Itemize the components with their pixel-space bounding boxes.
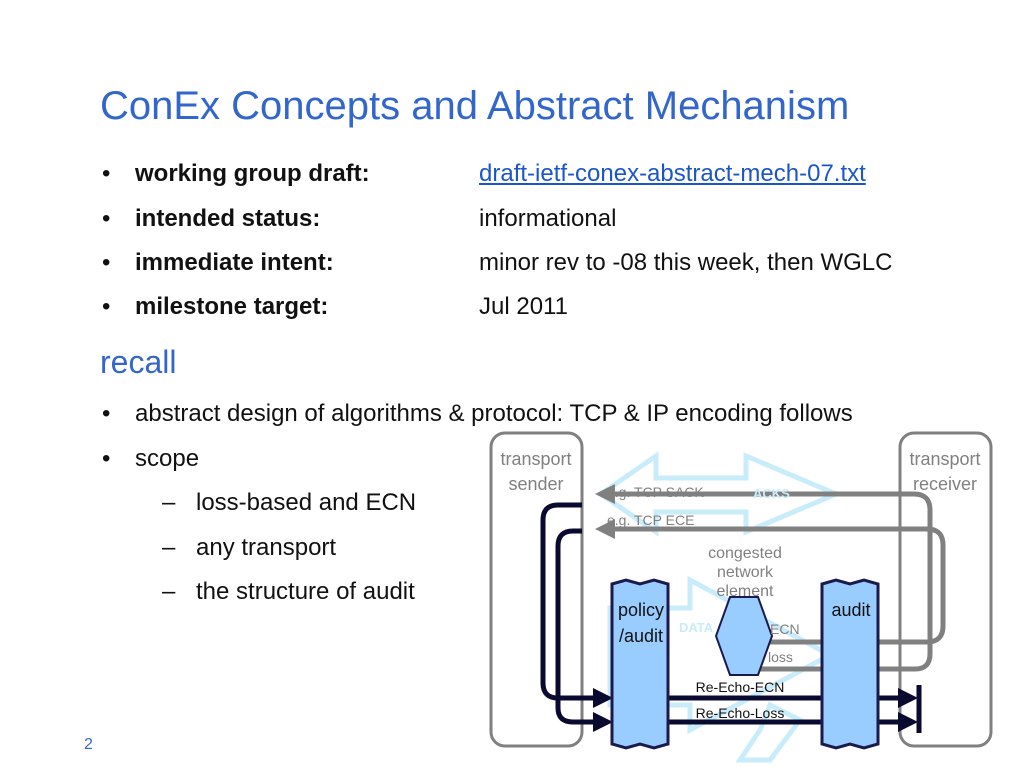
acks-label: ACKS	[753, 486, 790, 501]
ece-label: e.g. TCP ECE	[607, 512, 694, 528]
re-echo-ecn-label: Re-Echo-ECN	[696, 679, 785, 695]
bullet: •	[102, 205, 111, 232]
transport-receiver-box	[898, 431, 993, 748]
transport-sender-label-2: sender	[508, 474, 563, 494]
sub-bullet-text: loss-based and ECN	[196, 489, 417, 516]
page-number: 2	[84, 736, 93, 753]
dash: –	[162, 489, 176, 516]
congested-label-3: element	[717, 583, 774, 600]
info-label: immediate intent:	[135, 249, 334, 276]
data-tail-outline	[735, 701, 804, 763]
transport-receiver-label-2: receiver	[913, 474, 977, 494]
bullet: •	[102, 249, 111, 276]
info-label: working group draft:	[135, 160, 370, 187]
bullet: •	[102, 400, 111, 427]
slide-title: ConEx Concepts and Abstract Mechanism	[100, 84, 850, 128]
congested-network-element	[714, 596, 774, 676]
bullet: •	[102, 160, 111, 187]
sack-loop-arrow	[595, 484, 933, 672]
policy-label-1: policy	[618, 600, 664, 620]
audit-label: audit	[831, 600, 870, 620]
transport-sender-label-1: transport	[500, 449, 571, 469]
transport-receiver-label-1: transport	[909, 449, 980, 469]
congested-label-1: congested	[708, 545, 782, 562]
dash: –	[162, 578, 176, 605]
info-label: milestone target:	[135, 293, 329, 320]
sub-bullet-text: the structure of audit	[196, 578, 415, 605]
info-value: minor rev to -08 this week, then WGLC	[479, 249, 893, 276]
info-value: Jul 2011	[479, 293, 568, 320]
recall-heading: recall	[100, 344, 177, 380]
audit-box	[820, 578, 880, 750]
bullet: •	[102, 445, 111, 472]
ece-loop-arrow	[595, 519, 946, 645]
info-label: intended status:	[135, 205, 321, 232]
info-value: informational	[479, 205, 617, 232]
re-echo-loss-label: Re-Echo-Loss	[696, 705, 785, 721]
draft-link[interactable]: draft-ietf-conex-abstract-mech-07.txt	[479, 160, 866, 187]
bullet: •	[102, 293, 111, 320]
congested-label-2: network	[717, 564, 774, 581]
bullet-text: scope	[135, 445, 200, 472]
dash: –	[162, 534, 176, 561]
sub-bullet-text: any transport	[196, 534, 337, 561]
sack-label: e.g. TCP SACK	[607, 484, 704, 500]
re-echo-loss-loop	[555, 528, 613, 732]
loss-label: loss	[768, 649, 793, 665]
data-label: DATA	[679, 620, 714, 635]
bullet-text: abstract design of algorithms & protocol…	[135, 400, 853, 427]
transport-sender-box	[489, 431, 584, 748]
policy-audit-box	[610, 578, 670, 750]
ecn-label: ECN	[770, 621, 800, 637]
re-echo-ecn-loop	[540, 502, 613, 708]
policy-label-2: /audit	[619, 626, 663, 646]
